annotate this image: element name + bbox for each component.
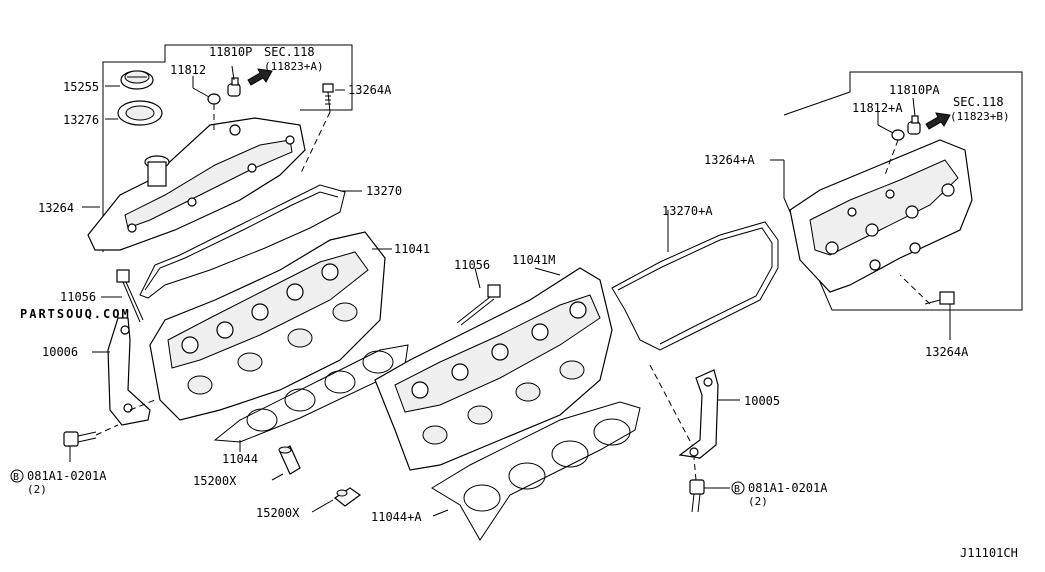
watermark: PARTSOUQ.COM xyxy=(20,307,131,321)
label-10006: 10006 xyxy=(42,345,78,359)
label-11056-mid: 11056 xyxy=(454,258,490,272)
pcv-valve[interactable] xyxy=(227,77,241,97)
circle-b-left: B xyxy=(10,469,24,483)
rocker-cover-left[interactable] xyxy=(87,117,306,251)
label-10005: 10005 xyxy=(744,394,780,408)
label-11810P: 11810P xyxy=(209,45,252,59)
circle-b-right: B xyxy=(731,481,745,495)
label-13276: 13276 xyxy=(63,113,99,127)
label-13264: 13264 xyxy=(38,201,74,215)
label-081A1-left: 081A1-0201A xyxy=(27,469,107,483)
pcv-valve-right[interactable] xyxy=(907,115,921,135)
cover-bolt-right[interactable] xyxy=(924,291,955,305)
label-sec118-left-ref: (11823+A) xyxy=(264,60,324,73)
label-13264A-right: 13264A xyxy=(925,345,969,359)
label-11044A: 11044+A xyxy=(371,510,422,524)
cylinder-head-right[interactable] xyxy=(374,267,613,471)
head-gasket-right[interactable] xyxy=(431,401,641,541)
cylinder-head-left[interactable] xyxy=(149,231,386,421)
label-sec118-right-ref: (11823+B) xyxy=(950,110,1010,123)
rocker-cover-gasket-right[interactable] xyxy=(611,221,779,351)
svg-text:B: B xyxy=(734,484,740,495)
label-11056-left: 11056 xyxy=(60,290,96,304)
label-15200X-1: 15200X xyxy=(193,474,237,488)
arrow-to-sec118-left xyxy=(247,68,273,86)
label-11041M: 11041M xyxy=(512,253,555,267)
rocker-cover-gasket-left[interactable] xyxy=(139,184,346,299)
head-gasket-left[interactable] xyxy=(213,344,409,443)
dowel-pin-2[interactable] xyxy=(333,487,362,507)
label-081A1-right: 081A1-0201A xyxy=(748,481,828,495)
cover-bolt-13264A[interactable] xyxy=(322,83,334,113)
label-13264A-plus: 13264+A xyxy=(704,153,755,167)
head-bolt-left[interactable] xyxy=(116,269,144,323)
engine-hanger-left[interactable] xyxy=(107,317,151,426)
label-11041: 11041 xyxy=(394,242,430,256)
pcv-grommet[interactable] xyxy=(207,93,221,105)
label-15255: 15255 xyxy=(63,80,99,94)
label-sec118-right: SEC.118 xyxy=(953,95,1004,109)
left-group-bracket xyxy=(102,44,353,252)
label-081A1-left-qty: (2) xyxy=(27,483,47,496)
label-11812: 11812 xyxy=(170,63,206,77)
label-15200X-2: 15200X xyxy=(256,506,300,520)
label-11810PA: 11810PA xyxy=(889,83,940,97)
oil-cap-seal[interactable] xyxy=(117,100,163,126)
hanger-bolt-right[interactable] xyxy=(689,479,705,513)
engine-hanger-right[interactable] xyxy=(678,369,719,459)
diagram-code: J11101CH xyxy=(960,546,1018,560)
label-sec118-left: SEC.118 xyxy=(264,45,315,59)
svg-text:B: B xyxy=(13,472,19,483)
label-13270: 13270 xyxy=(366,184,402,198)
label-13264A-top: 13264A xyxy=(348,83,392,97)
head-bolt-right[interactable] xyxy=(456,284,501,326)
label-081A1-right-qty: (2) xyxy=(748,495,768,508)
dowel-pin-1[interactable] xyxy=(278,445,301,475)
label-13270A: 13270+A xyxy=(662,204,713,218)
rocker-cover-right[interactable] xyxy=(789,139,973,293)
label-11812A: 11812+A xyxy=(852,101,903,115)
arrow-to-sec118-right xyxy=(925,112,951,130)
hanger-bolt-left[interactable] xyxy=(63,431,97,447)
pcv-grommet-right[interactable] xyxy=(891,129,905,141)
oil-filler-cap[interactable] xyxy=(120,70,154,90)
label-11044: 11044 xyxy=(222,452,258,466)
